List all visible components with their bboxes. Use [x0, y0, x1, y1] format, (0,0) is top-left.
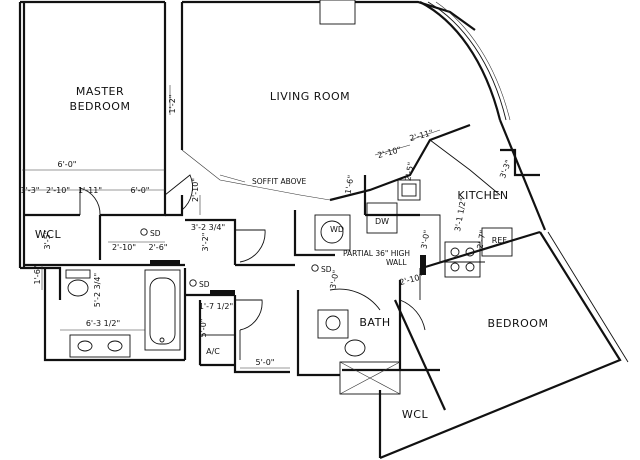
label-sd-2: SD [321, 265, 332, 274]
shower [339, 361, 401, 395]
bathtub [144, 269, 181, 351]
dim-2-7: 2'-7" [475, 229, 487, 249]
vanity [69, 334, 131, 358]
dim-2-10-kit: 2'-10" [377, 145, 403, 160]
room-label-master-line2: BEDROOM [70, 100, 131, 113]
label-sd-1: SD [150, 229, 161, 238]
dishwasher [366, 202, 398, 234]
room-label-wcl-right: WCL [402, 408, 429, 421]
smoke-detector-icon [140, 228, 148, 236]
stove [444, 241, 481, 278]
room-label-bedroom: BEDROOM [488, 317, 549, 330]
dim-5-0-vert: 5'-0" [199, 319, 208, 338]
dim-3-0-a: 3'-0" [419, 229, 431, 249]
dim-2-5: 2'-5" [403, 161, 415, 181]
room-label-wcl-left: WCL [35, 228, 62, 241]
room-label-kitchen: KITCHEN [457, 189, 508, 202]
refrigerator [481, 227, 513, 257]
note-partial-wall-line1: PARTIAL 36" HIGH [343, 249, 410, 258]
dim-2-10-b: 2'-10" [112, 243, 136, 252]
fixtures [65, 139, 513, 411]
dim-3-1-2: 3'-1 1/2" [453, 197, 468, 232]
dim-1-7-1-2: 1'-7 1/2" [199, 302, 233, 311]
dim-3-3: 3'-3" [498, 159, 513, 180]
smoke-detector-icon [311, 264, 319, 272]
doors [59, 174, 426, 360]
label-ac: A/C [206, 347, 220, 356]
dimension-lines [22, 85, 441, 369]
note-partial-wall-line2: WALL [386, 258, 407, 267]
dim-2-10-vert: 2'-10" [191, 178, 200, 202]
dim-3-2: 3'-2" [201, 233, 210, 252]
dim-3-2-3-4: 3'-2 3/4" [191, 223, 225, 232]
dim-5-0-bottom: 5'-0" [256, 358, 275, 367]
dim-3-0-b: 3'-0" [328, 269, 340, 289]
label-wd: WD [330, 225, 344, 234]
ac-unit [199, 334, 236, 366]
label-dw: DW [375, 217, 389, 226]
washer-dryer [314, 214, 351, 251]
label-sd-3: SD [199, 280, 210, 289]
dim-6-0-top: 6'-0" [58, 160, 77, 169]
dim-1-3: 1'-3" [21, 186, 40, 195]
dim-5-2-3-4: 5'-2 3/4" [93, 273, 102, 307]
dim-1-6-kit: 1'-6" [343, 174, 355, 194]
dim-1-2: 1'-2" [168, 95, 177, 114]
smoke-detector-icon [189, 279, 197, 287]
dim-2-6: 2'-6" [149, 243, 168, 252]
dim-1-11: 1'-11" [78, 186, 102, 195]
bath-sink [317, 309, 349, 339]
walls [18, 0, 629, 460]
note-soffit-above: SOFFIT ABOVE [252, 177, 307, 186]
dim-6-3-1-2: 6'-3 1/2" [86, 319, 120, 328]
bath-toilet [344, 339, 366, 357]
column [319, 0, 356, 25]
toilet [67, 279, 89, 297]
room-label-living-room: LIVING ROOM [270, 90, 350, 103]
dim-2-10-a: 2'-10" [46, 186, 70, 195]
room-label-master-line1: MASTER [76, 85, 124, 98]
label-ref: REF. [492, 236, 508, 245]
room-label-bath: BATH [359, 316, 390, 329]
dim-1-6: 1'-6" [33, 266, 42, 285]
kitchen-sink [397, 179, 421, 201]
dim-3-5: 3'-5" [43, 231, 52, 250]
dim-6-0-mid: 6'-0" [131, 186, 150, 195]
partial-wall [393, 299, 447, 411]
